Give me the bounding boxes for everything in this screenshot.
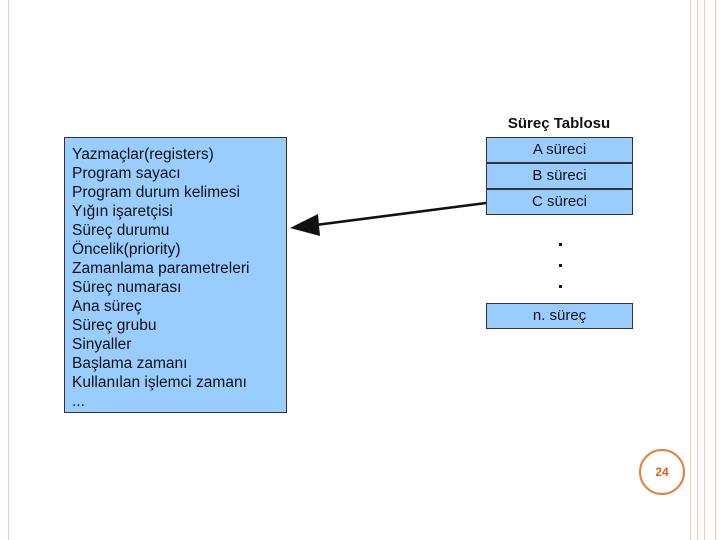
pcb-field: Yığın işaretçisi bbox=[72, 203, 173, 220]
slide-frame-right-inner bbox=[690, 0, 698, 540]
pcb-field: Öncelik(priority) bbox=[72, 241, 181, 258]
slide-frame-right-outer bbox=[704, 0, 716, 540]
pcb-field: Başlama zamanı bbox=[72, 355, 188, 372]
slide-frame-left bbox=[0, 0, 9, 540]
ellipsis-dot bbox=[559, 243, 562, 246]
process-table-row-b: B süreci bbox=[486, 163, 633, 189]
pcb-field: Sinyaller bbox=[72, 336, 132, 353]
process-table-row-a: A süreci bbox=[486, 137, 633, 163]
process-table-row-n: n. süreç bbox=[486, 303, 633, 329]
process-table-title: Süreç Tablosu bbox=[507, 115, 611, 132]
arrow-head-icon bbox=[290, 214, 320, 236]
pcb-field: Program sayacı bbox=[72, 165, 181, 182]
pcb-field: Süreç grubu bbox=[72, 317, 157, 334]
pcb-field: ... bbox=[72, 393, 85, 410]
ellipsis-dot bbox=[559, 264, 562, 267]
arrow-line bbox=[307, 201, 487, 228]
ellipsis-dot bbox=[559, 285, 562, 288]
pcb-field: Zamanlama parametreleri bbox=[72, 260, 250, 277]
pcb-field: Program durum kelimesi bbox=[72, 184, 240, 201]
page-number-badge: 24 bbox=[639, 449, 685, 495]
pcb-field: Yazmaçlar(registers) bbox=[72, 146, 214, 163]
pcb-field: Kullanılan işlemci zamanı bbox=[72, 374, 247, 391]
process-table-row-c: C süreci bbox=[486, 189, 633, 215]
pcb-field: Süreç numarası bbox=[72, 279, 182, 296]
pcb-field: Ana süreç bbox=[72, 298, 142, 315]
pcb-field: Süreç durumu bbox=[72, 222, 170, 239]
